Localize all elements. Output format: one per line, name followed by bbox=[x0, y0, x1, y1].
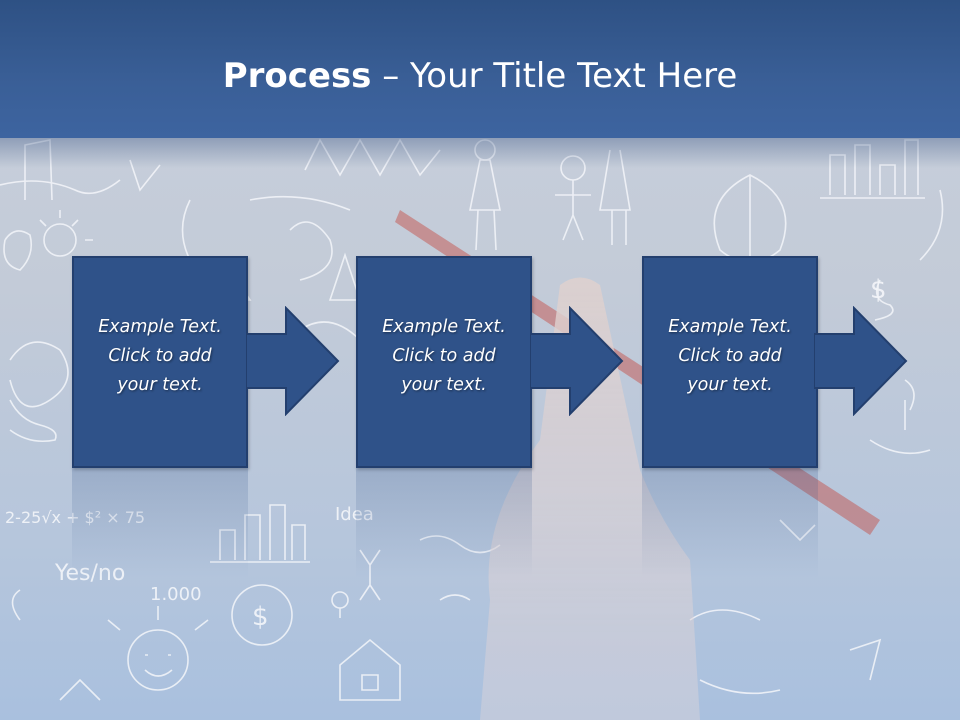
sketch-text: 2-25√x + $² × 75 Yes/no 1.000 Idea $ $ bbox=[5, 275, 887, 632]
step-reflection bbox=[642, 468, 818, 578]
arrow-right-icon bbox=[530, 306, 624, 416]
step-text[interactable]: Example Text. Click to add your text. bbox=[382, 317, 506, 395]
process-step-1[interactable]: Example Text. Click to add your text. bbox=[72, 256, 248, 468]
step-text[interactable]: Example Text. Click to add your text. bbox=[98, 317, 222, 395]
process-step-2[interactable]: Example Text. Click to add your text. bbox=[356, 256, 532, 468]
svg-text:$: $ bbox=[870, 275, 887, 305]
step-text[interactable]: Example Text. Click to add your text. bbox=[668, 317, 792, 395]
title-rest: – Your Title Text Here bbox=[371, 56, 738, 96]
sketch-formula: 2-25√x + $² × 75 bbox=[5, 508, 145, 527]
title-bold: Process bbox=[222, 56, 372, 96]
sketch-lines bbox=[0, 138, 944, 701]
step-box[interactable]: Example Text. Click to add your text. bbox=[356, 256, 532, 468]
slide-title[interactable]: Process – Your Title Text Here bbox=[0, 52, 960, 100]
arrow-right-icon bbox=[246, 306, 340, 416]
arrow-right-icon bbox=[814, 306, 908, 416]
step-box[interactable]: Example Text. Click to add your text. bbox=[642, 256, 818, 468]
step-box[interactable]: Example Text. Click to add your text. bbox=[72, 256, 248, 468]
sketch-numbers: 1.000 bbox=[150, 584, 202, 605]
sketch-dollar: $ bbox=[252, 602, 269, 632]
sketch-yes-no: Yes/no bbox=[54, 561, 125, 586]
sketch-idea: Idea bbox=[335, 504, 374, 525]
step-reflection bbox=[356, 468, 532, 578]
step-reflection bbox=[72, 468, 248, 578]
title-bar: Process – Your Title Text Here bbox=[0, 0, 960, 168]
process-step-3[interactable]: Example Text. Click to add your text. bbox=[642, 256, 818, 468]
